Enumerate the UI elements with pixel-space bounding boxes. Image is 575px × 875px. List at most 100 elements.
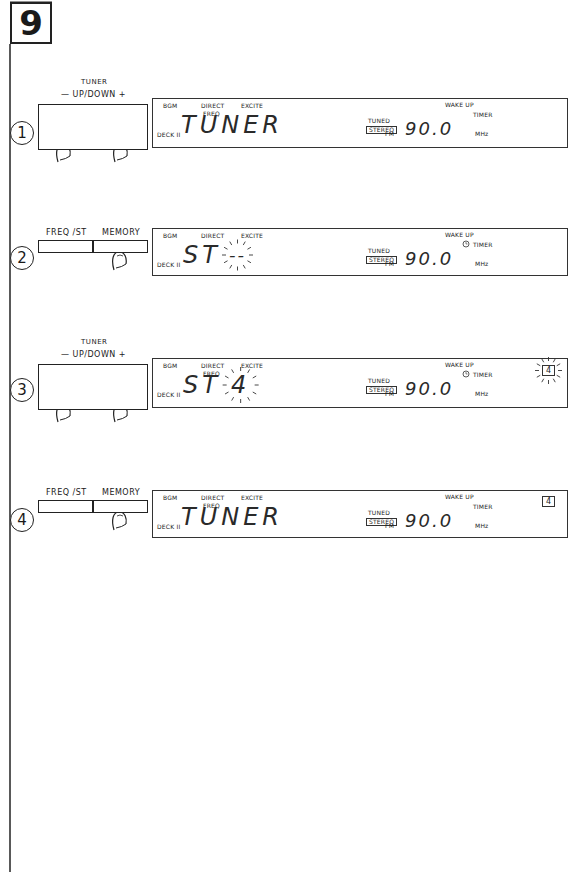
indicator-text: DECK II xyxy=(157,524,180,530)
indicator-text: WAKE UP xyxy=(445,494,474,500)
blink-mark xyxy=(535,370,539,371)
lcd-display: BGMDIRECTEXCITEFREQWAKE UPTIMERTUNEDSTER… xyxy=(152,490,568,538)
blink-mark xyxy=(223,385,227,386)
button: MEMORY xyxy=(93,500,148,513)
blink-mark xyxy=(553,359,555,362)
step-number: 4 xyxy=(10,508,34,532)
indicator-text: TUNED xyxy=(368,248,390,254)
preset-number: 4 xyxy=(546,498,551,506)
indicator-text: EXCITE xyxy=(241,495,263,501)
button-label: FREQ /ST xyxy=(46,229,87,237)
indicator-text: WAKE UP xyxy=(445,232,474,238)
indicator-text: DECK II xyxy=(157,262,180,268)
indicator-text: FM xyxy=(385,523,394,529)
blink-mark xyxy=(224,247,227,249)
segment-text: 90.0 xyxy=(405,380,453,398)
finger xyxy=(116,264,126,268)
lcd-display: BGMDIRECTEXCITEFREQWAKE UPTIMERTUNEDSTER… xyxy=(152,98,568,148)
callout-number: 2 xyxy=(17,251,27,266)
indicator-text: TIMER xyxy=(473,504,493,510)
indicator-text: TUNED xyxy=(368,378,390,384)
clock-icon xyxy=(466,242,468,244)
callout-number: 4 xyxy=(17,513,27,528)
indicator-text: EXCITE xyxy=(241,363,263,369)
preset-indicator: 4 xyxy=(542,496,555,507)
blink-mark xyxy=(537,375,540,377)
callout-number: 3 xyxy=(17,383,27,398)
indicator-text: WAKE UP xyxy=(445,362,474,368)
blink-mark xyxy=(557,375,560,377)
blink-mark xyxy=(230,242,232,245)
segment-text: 90.0 xyxy=(405,512,453,530)
indicator-text: MHz xyxy=(475,131,488,137)
indicator-text: DECK II xyxy=(157,392,180,398)
blink-mark xyxy=(557,364,560,366)
finger xyxy=(117,156,127,160)
indicator-text: BGM xyxy=(163,363,177,369)
segment-text: ST xyxy=(183,243,221,267)
indicator-text: BGM xyxy=(163,103,177,109)
indicator-text: MHz xyxy=(475,261,488,267)
button: MEMORY xyxy=(93,240,148,253)
finger xyxy=(113,512,127,530)
finger xyxy=(60,156,70,160)
indicator-text: MHz xyxy=(475,391,488,397)
blink-mark xyxy=(230,265,232,268)
blink-mark xyxy=(222,255,226,256)
indicator-text: FM xyxy=(385,131,394,137)
button-label: TUNER xyxy=(81,79,107,86)
clock-icon xyxy=(463,371,469,377)
indicator-text: TUNED xyxy=(368,118,390,124)
blink-mark xyxy=(237,267,238,271)
step-number: 3 xyxy=(10,378,34,402)
indicator-text: DECK II xyxy=(157,132,180,138)
step-heading-number: 9 xyxy=(19,6,43,40)
lcd-display: BGMDIRECTEXCITEFREQWAKE UPTIMERTUNEDSTER… xyxy=(152,358,568,408)
preset-indicator: 4 xyxy=(542,365,555,376)
indicator-text: MHz xyxy=(475,523,488,529)
finger xyxy=(113,252,127,270)
blink-mark xyxy=(537,364,540,366)
blink-mark xyxy=(247,247,250,249)
indicator-text: DIRECT xyxy=(201,363,224,369)
clock-icon xyxy=(463,241,469,247)
segment-text: 4 xyxy=(231,373,250,397)
page-border xyxy=(9,44,11,872)
button-label: TUNER xyxy=(81,339,107,346)
segment-text: -- xyxy=(229,246,246,264)
blink-mark xyxy=(247,261,250,263)
step-heading: 9 xyxy=(10,2,52,44)
indicator-text: DIRECT xyxy=(201,495,224,501)
step-number: 2 xyxy=(10,246,34,270)
indicator-text: TIMER xyxy=(473,372,493,378)
clock-icon xyxy=(466,372,468,374)
blink-mark xyxy=(240,399,241,403)
indicator-text: BGM xyxy=(163,495,177,501)
button-label: MEMORY xyxy=(102,229,140,237)
segment-text: ST xyxy=(183,373,221,397)
button-label: MEMORY xyxy=(102,489,140,497)
blink-mark xyxy=(224,261,227,263)
button: TUNER— UP/DOWN + xyxy=(38,104,148,150)
fingernail xyxy=(117,515,123,516)
indicator-text: DIRECT xyxy=(201,103,224,109)
blink-mark xyxy=(243,242,245,245)
blink-mark xyxy=(237,240,238,244)
finger xyxy=(116,524,126,528)
blink-mark xyxy=(225,376,228,378)
indicator-text: TIMER xyxy=(473,242,493,248)
step-number: 1 xyxy=(10,121,34,145)
indicator-text: FM xyxy=(385,261,394,267)
indicator-text: EXCITE xyxy=(241,233,263,239)
fingernail xyxy=(117,255,123,256)
blink-mark xyxy=(249,255,253,256)
button-label: — UP/DOWN + xyxy=(61,91,126,99)
indicator-text: FM xyxy=(385,391,394,397)
blink-mark xyxy=(243,265,245,268)
blink-mark xyxy=(255,385,259,386)
segment-text: TUNER xyxy=(181,505,283,529)
segment-text: 90.0 xyxy=(405,120,453,138)
indicator-text: TIMER xyxy=(473,112,493,118)
button: TUNER— UP/DOWN + xyxy=(38,364,148,410)
button-label: FREQ /ST xyxy=(46,489,87,497)
